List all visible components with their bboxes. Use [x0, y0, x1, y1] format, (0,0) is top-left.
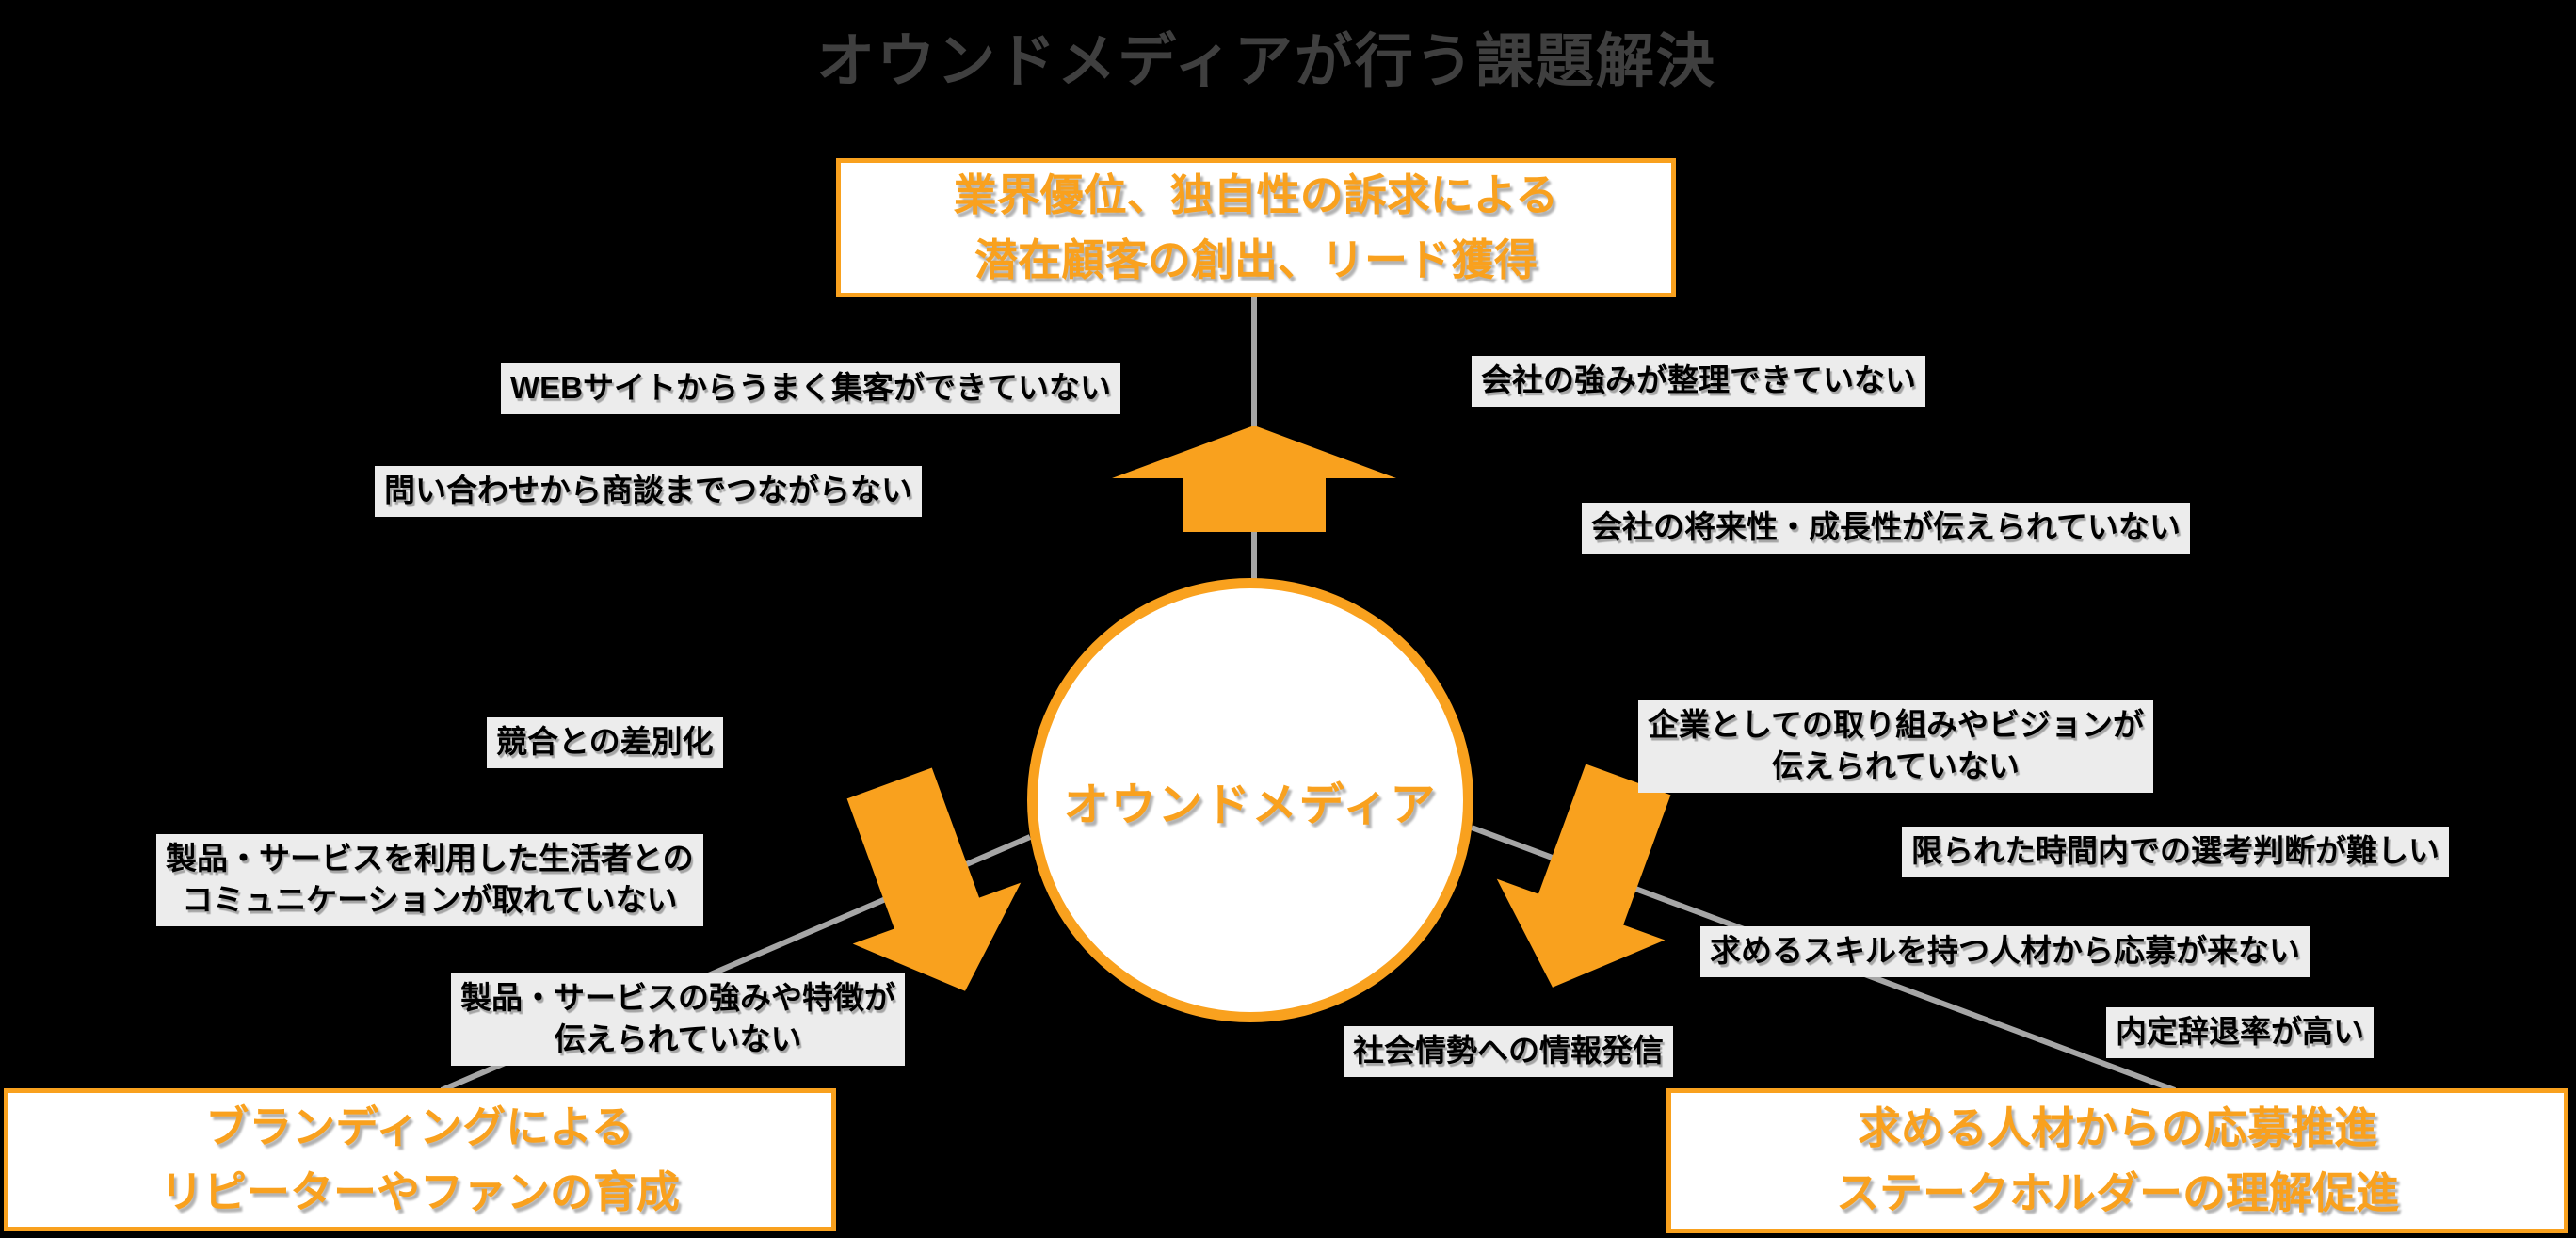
- issue-tag-corporate-vision: 企業としての取り組みやビジョンが 伝えられていない: [1638, 700, 2154, 794]
- issue-tag-company-future: 会社の将来性・成長性が伝えられていない: [1582, 503, 2191, 555]
- page-title: オウンドメディアが行う課題解決: [816, 29, 1716, 94]
- solution-box-recruiting: 求める人材からの応募推進 ステークホルダーの理解促進: [1666, 1088, 2568, 1233]
- issue-tag-product-strengths: 製品・サービスの強みや特徴が 伝えられていない: [451, 973, 905, 1067]
- issue-tag-company-strengths: 会社の強みが整理できていない: [1472, 356, 1925, 408]
- up-arrow-icon: [1112, 426, 1396, 532]
- issue-tag-screening-time: 限られた時間内での選考判断が難しい: [1902, 827, 2449, 878]
- solution-box-branding: ブランディングによる リピーターやファンの育成: [4, 1088, 836, 1231]
- issue-tag-web-traffic: WEBサイトからうまく集客ができていない: [501, 363, 1120, 415]
- issue-tag-skilled-applicants: 求めるスキルを持つ人材から応募が来ない: [1700, 926, 2310, 978]
- center-node-label: オウンドメディア: [1063, 780, 1438, 830]
- issue-tag-offer-decline: 内定辞退率が高い: [2106, 1007, 2374, 1059]
- issue-tag-social-info: 社会情勢への情報発信: [1344, 1026, 1673, 1078]
- center-node-owned-media: オウンドメディア: [1027, 578, 1473, 1022]
- issue-tag-inquiry-to-deal: 問い合わせから商談までつながらない: [375, 466, 922, 518]
- solution-box-lead-generation: 業界優位、独自性の訴求による 潜在顧客の創出、リード獲得: [836, 158, 1676, 297]
- issue-tag-consumer-communication: 製品・サービスを利用した生活者との コミュニケーションが取れていない: [156, 834, 703, 927]
- down-left-arrow-icon: [846, 767, 1022, 991]
- down-right-arrow-icon: [1496, 764, 1671, 988]
- issue-tag-differentiation: 競合との差別化: [487, 717, 723, 769]
